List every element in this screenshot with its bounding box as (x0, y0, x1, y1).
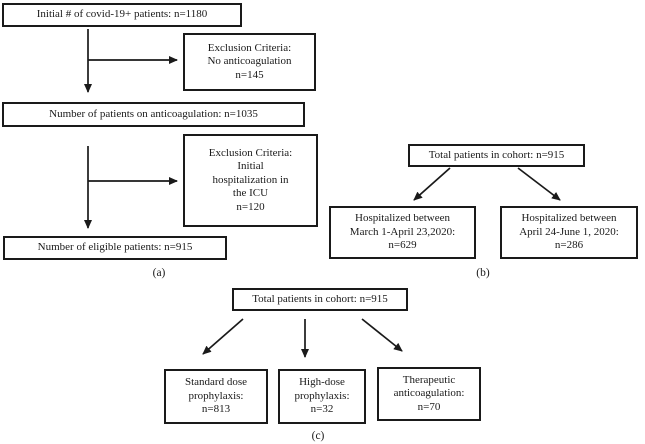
box-exclusion-no-anticoagulation-text: Exclusion Criteria: No anticoagulation n… (207, 41, 292, 81)
panel-b-caption: (b) (476, 267, 490, 279)
box-eligible-patients-text: Number of eligible patients: n=915 (37, 241, 193, 254)
box-exclusion-no-anticoagulation: Exclusion Criteria: No anticoagulation n… (183, 33, 316, 91)
box-total-cohort-c-text: Total patients in cohort: n=915 (252, 292, 388, 305)
box-high-dose-text: High-dose prophylaxis: n=32 (294, 376, 350, 416)
box-total-cohort-b-text: Total patients in cohort: n=915 (428, 148, 565, 161)
box-high-dose: High-dose prophylaxis: n=32 (278, 369, 366, 424)
box-hospitalized-early: Hospitalized between March 1-April 23,20… (329, 206, 476, 259)
box-eligible-patients: Number of eligible patients: n=915 (3, 236, 227, 260)
arrow-c-split-left (202, 318, 244, 355)
box-exclusion-icu-text: Exclusion Criteria: Initial hospitalizat… (208, 146, 293, 213)
box-hospitalized-late-text: Hospitalized between April 24-June 1, 20… (519, 212, 619, 252)
panel-a-caption: (a) (152, 267, 166, 279)
box-initial-patients-text: Initial # of covid-19+ patients: n=1180 (36, 8, 208, 21)
box-standard-dose-text: Standard dose prophylaxis: n=813 (184, 376, 247, 416)
arrow-b-split-left (413, 167, 451, 201)
box-on-anticoagulation-text: Number of patients on anticoagulation: n… (49, 107, 258, 120)
arrow-b-split-right (517, 167, 561, 201)
box-hospitalized-late: Hospitalized between April 24-June 1, 20… (500, 206, 638, 259)
box-total-cohort-c: Total patients in cohort: n=915 (232, 288, 408, 311)
box-exclusion-icu: Exclusion Criteria: Initial hospitalizat… (183, 134, 318, 227)
box-therapeutic-text: Therapeutic anticoagulation: n=70 (393, 373, 465, 413)
arrow-c-split-right (361, 318, 403, 352)
box-hospitalized-early-text: Hospitalized between March 1-April 23,20… (349, 212, 456, 252)
box-initial-patients: Initial # of covid-19+ patients: n=1180 (2, 3, 242, 27)
box-therapeutic: Therapeutic anticoagulation: n=70 (377, 367, 481, 421)
box-on-anticoagulation: Number of patients on anticoagulation: n… (2, 102, 305, 127)
box-standard-dose: Standard dose prophylaxis: n=813 (164, 369, 268, 424)
panel-c-caption: (c) (311, 430, 325, 442)
box-total-cohort-b: Total patients in cohort: n=915 (408, 144, 585, 167)
